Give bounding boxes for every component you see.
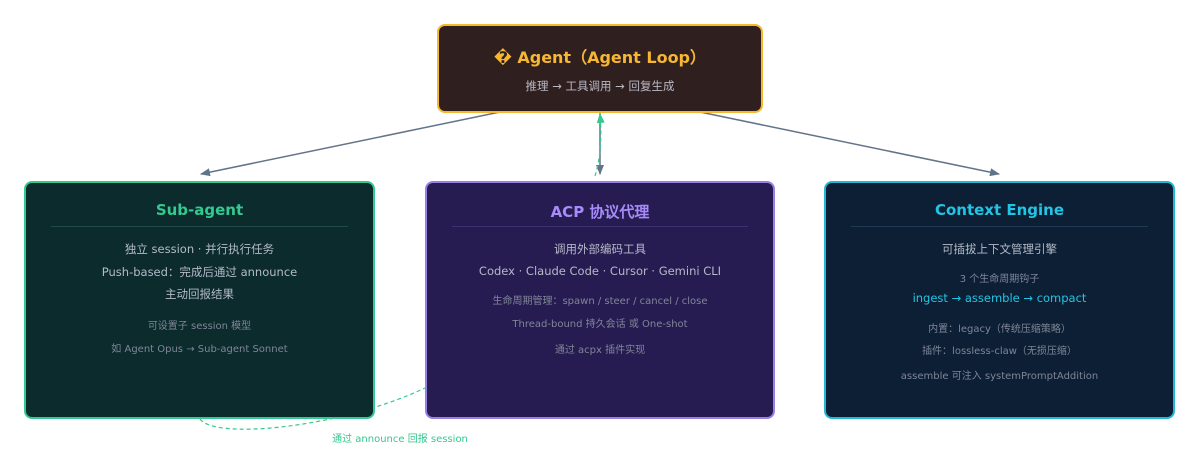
context-engine-hooks: ingest → assemble → compact bbox=[912, 291, 1087, 305]
subagent-line-2: Push-based：完成后通过 announce bbox=[101, 265, 298, 279]
subagent-title: Sub-agent bbox=[155, 201, 244, 219]
context-engine-line-4: 内置：legacy（传统压缩策略） bbox=[928, 324, 1071, 335]
announce-connector-dashed bbox=[199, 387, 426, 430]
agent-loop-title: � Agent（Agent Loop） bbox=[493, 48, 707, 67]
acp-divider bbox=[452, 226, 748, 227]
context-engine-title: Context Engine bbox=[934, 201, 1065, 219]
subagent-divider bbox=[51, 226, 348, 227]
acp-line-3: 生命周期管理：spawn / steer / cancel / close bbox=[492, 296, 708, 307]
acp-line-2: Codex · Claude Code · Cursor · Gemini CL… bbox=[478, 264, 722, 278]
agent-loop-subtitle: 推理 → 工具调用 → 回复生成 bbox=[525, 79, 675, 93]
agent-loop-box: � Agent（Agent Loop） 推理 → 工具调用 → 回复生成 bbox=[437, 24, 763, 113]
context-engine-line-1: 可插拔上下文管理引擎 bbox=[942, 242, 1057, 256]
context-engine-divider bbox=[851, 226, 1148, 227]
subagent-line-1: 独立 session · 并行执行任务 bbox=[124, 242, 275, 256]
announce-connector-label: 通过 announce 回报 session bbox=[332, 434, 468, 445]
arrow-acp-to-main-dashed bbox=[594, 113, 605, 177]
context-engine-line-5: 插件：lossless-claw（无损压缩） bbox=[922, 346, 1077, 357]
context-engine-line-2: 3 个生命周期钩子 bbox=[959, 274, 1040, 285]
subagent-card: Sub-agent 独立 session · 并行执行任务 Push-based… bbox=[24, 181, 375, 419]
subagent-line-4: 可设置子 session 模型 bbox=[147, 321, 252, 332]
acp-line-4: Thread-bound 持久会话 或 One-shot bbox=[512, 319, 688, 330]
acp-card: ACP 协议代理 调用外部编码工具 Codex · Claude Code · … bbox=[425, 181, 775, 419]
acp-line-1: 调用外部编码工具 bbox=[554, 242, 646, 256]
arrow-main-to-context bbox=[699, 111, 1000, 177]
subagent-line-5: 如 Agent Opus → Sub-agent Sonnet bbox=[111, 344, 288, 355]
subagent-line-3: 主动回报结果 bbox=[165, 287, 234, 301]
context-engine-card: Context Engine 可插拔上下文管理引擎 3 个生命周期钩子 inge… bbox=[824, 181, 1175, 419]
context-engine-line-6: assemble 可注入 systemPromptAddition bbox=[900, 371, 1099, 382]
acp-title: ACP 协议代理 bbox=[550, 203, 650, 221]
acp-line-5: 通过 acpx 插件实现 bbox=[554, 345, 646, 356]
arrow-main-to-subagent bbox=[200, 111, 501, 177]
